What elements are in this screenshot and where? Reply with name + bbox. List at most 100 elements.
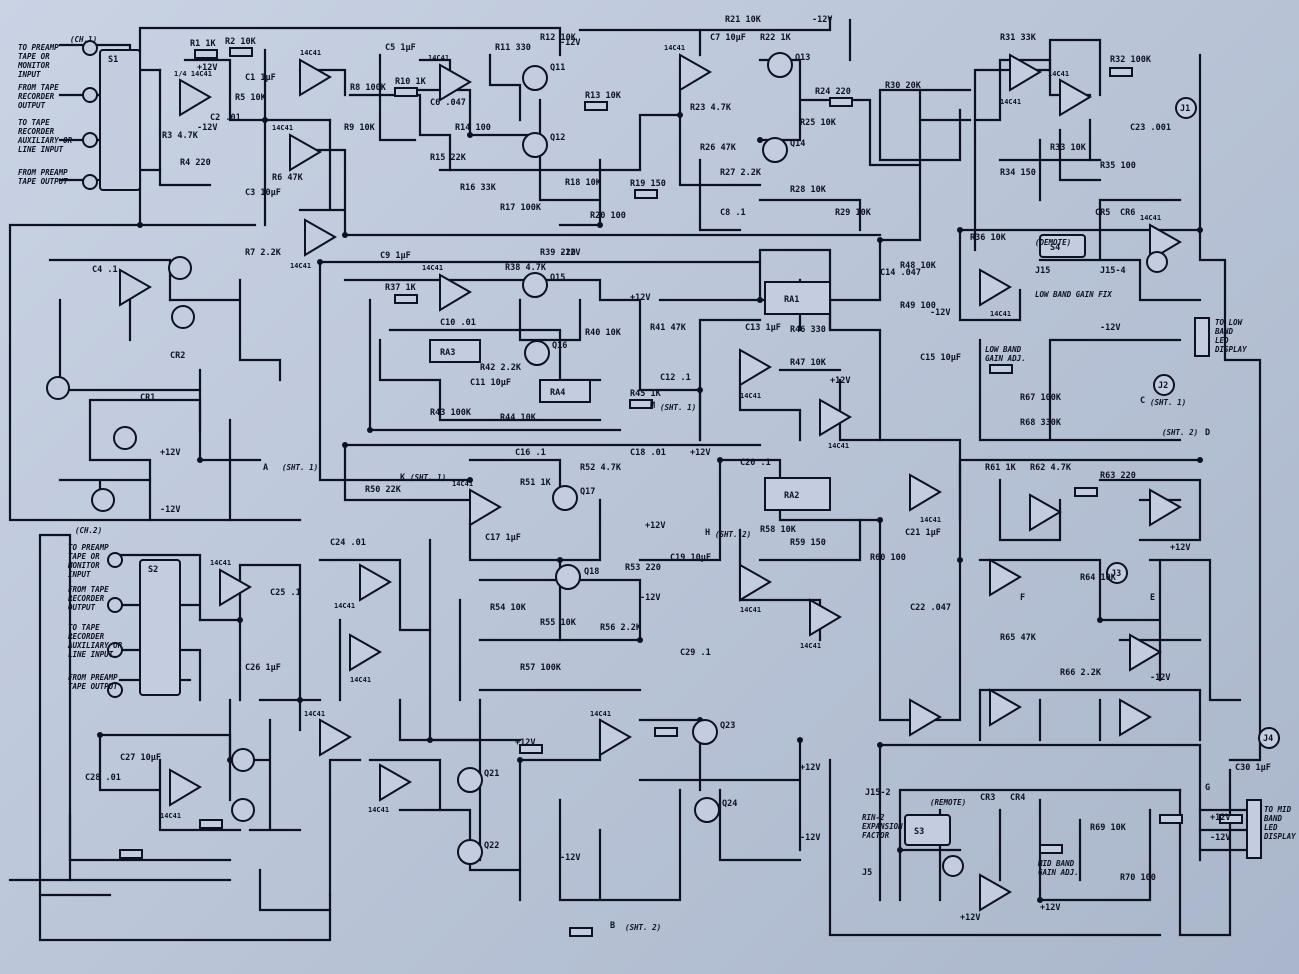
note-low-band-gain-fixed: LOW BAND GAIN FIX — [1035, 290, 1112, 299]
transistor-label: Q18 — [584, 567, 599, 577]
note-line: AUXILIARY OR — [17, 136, 73, 145]
note-line: LINE INPUT — [18, 145, 64, 154]
transistor-q21: Q21 — [457, 767, 499, 793]
op-amp-label: 14C41 — [740, 392, 761, 400]
jack-label: J2 — [1158, 381, 1168, 391]
op-amp-ic5: 14C41 — [428, 54, 472, 102]
r-label: R67 100K — [1020, 393, 1062, 403]
jack-label: J5 — [862, 868, 872, 878]
c-label: C24 .01 — [330, 538, 366, 548]
r-label: R30 20K — [885, 81, 922, 91]
c-label: C18 .01 — [630, 448, 666, 458]
switch-label: S4 — [1050, 243, 1060, 253]
c-label: C13 1µF — [745, 323, 781, 333]
r-label: R55 10K — [540, 618, 577, 628]
r-label: R17 100K — [500, 203, 542, 213]
op-amp-label: 14C41 — [350, 676, 371, 684]
transistor-fet-1 — [46, 251, 1168, 877]
c-label: C29 .1 — [680, 648, 711, 658]
r-label: R1 1K — [190, 39, 216, 49]
supply-label: +12V — [800, 763, 820, 773]
connector-input-left-1 — [82, 40, 98, 190]
r-label: R70 100 — [1120, 873, 1156, 883]
op-amp-ic20: 14C41 — [1000, 53, 1042, 106]
r-label: R69 10K — [1090, 823, 1127, 833]
r-label: R54 10K — [490, 603, 527, 613]
op-amp-ic21: 14C41 — [1048, 70, 1092, 117]
note-line: LINE INPUT — [68, 650, 114, 659]
op-amp-label: 14C41 — [800, 642, 821, 650]
op-amp-label: 14C41 — [1048, 70, 1069, 78]
jack-j4: J4 — [1258, 727, 1280, 749]
r-label: R66 2.2K — [1060, 668, 1102, 678]
transistor-q16: Q16 — [524, 340, 567, 366]
note-line: RECORDER — [68, 594, 105, 603]
c-label: C1 1µF — [245, 73, 276, 83]
supply-label: -12V — [560, 248, 580, 258]
note-to-tape-1: TO TAPE RECORDER AUXILIARY OR LINE INPUT — [17, 118, 77, 154]
note-line: MONITOR — [17, 61, 50, 70]
r-label: R60 100 — [870, 553, 906, 563]
op-amp-label: 14C41 — [990, 310, 1011, 318]
op-amp-ic7: 14C41 — [422, 264, 472, 312]
supply-label: +12V — [1040, 903, 1060, 913]
op-amp-ic1: 1/4 14C41 — [174, 70, 212, 117]
op-amp-ic26 — [1149, 488, 1182, 527]
supply-label: -12V — [812, 15, 832, 25]
c-label: C12 .1 — [660, 373, 691, 383]
note-to-tape-2: TO TAPE RECORDER AUXILIARY OR LINE INPUT — [67, 623, 127, 659]
note-ch2: (CH.2) — [75, 526, 102, 535]
r-label: R23 4.7K — [690, 103, 732, 113]
r-label: R49 100 — [900, 301, 936, 311]
r-label: R43 100K — [430, 408, 472, 418]
note-sht2: (SHT. 2) — [715, 530, 751, 539]
diode-label: CR1 — [140, 393, 155, 403]
note-line: GAIN ADJ. — [985, 354, 1026, 363]
op-amp-ic14: 14C41 — [334, 563, 392, 610]
note-from-preamp-2: FROM PREAMP TAPE OUTPUT — [68, 673, 122, 691]
r-label: R20 100 — [590, 211, 626, 221]
point-label: G — [1205, 783, 1210, 793]
array-ra1: RA1 — [764, 281, 831, 315]
note-line: LOW BAND — [985, 345, 1022, 354]
supply-label: +12V — [1210, 813, 1230, 823]
op-amp-label: 14C41 — [300, 49, 321, 57]
note-sht2c: (SHT. 2) — [1162, 428, 1198, 437]
transistor-label: Q21 — [484, 769, 499, 779]
supply-label: +12V — [1170, 543, 1190, 553]
r-label: R45 1K — [630, 389, 662, 399]
transistor-label: Q15 — [550, 273, 565, 283]
r-label: R48 10K — [900, 261, 937, 271]
note-line: BAND — [1263, 814, 1283, 823]
note-line: MONITOR — [67, 561, 100, 570]
r-label: R10 1K — [395, 77, 427, 87]
r-label: R29 10K — [835, 208, 872, 218]
diode-label: CR6 — [1120, 208, 1135, 218]
op-amp-ic18: 14C41 — [368, 763, 412, 814]
jack-label: J1 — [1180, 104, 1190, 114]
jack-j2: J2 — [1153, 374, 1175, 396]
supply-label: +12V — [690, 448, 710, 458]
note-line: FROM TAPE — [68, 585, 109, 594]
r-label: R27 2.2K — [720, 168, 762, 178]
r-label: R36 10K — [970, 233, 1007, 243]
note-preamp-in-2: TO PREAMP TAPE OR MONITOR INPUT — [67, 543, 113, 579]
op-amp-label: 14C41 — [590, 710, 611, 718]
op-amp-label: 14C41 — [740, 606, 761, 614]
array-ra4: RA4 — [539, 379, 591, 403]
point-label: M — [650, 401, 655, 411]
c-label: C3 10µF — [245, 188, 281, 198]
supply-label: -12V — [1100, 323, 1120, 333]
r-label: R61 1K — [985, 463, 1017, 473]
r-label: R53 220 — [625, 563, 661, 573]
c-label: C19 10µF — [670, 553, 711, 563]
supply-label: -12V — [560, 38, 580, 48]
transistor-q24: Q24 — [694, 797, 737, 823]
r-label: R37 1K — [385, 283, 417, 293]
c-label: C16 .1 — [515, 448, 546, 458]
connector-mid-band — [1246, 799, 1262, 859]
point-label: K — [400, 473, 406, 483]
op-amp-ic9: 14C41 — [819, 398, 852, 450]
c-label: C25 .1 — [270, 588, 301, 598]
